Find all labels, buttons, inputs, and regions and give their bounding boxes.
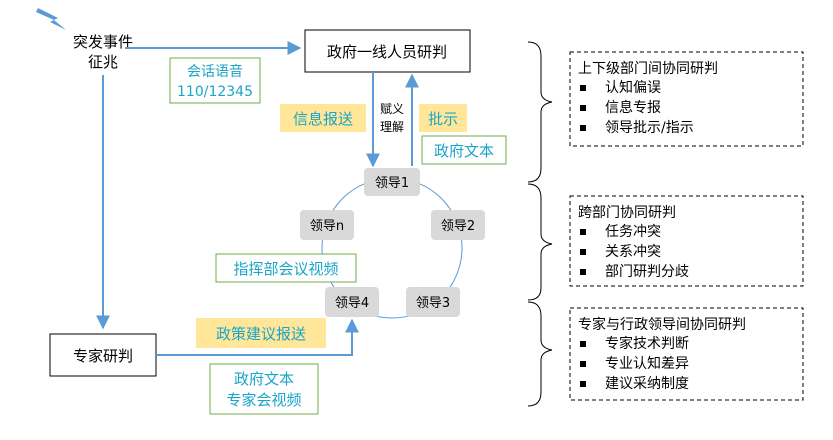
report-label-box xyxy=(280,104,366,132)
doc-video-label-line1: 政府文本 xyxy=(234,370,294,388)
bullet xyxy=(580,125,586,131)
leader-3-label: 领导3 xyxy=(416,296,450,311)
bullet xyxy=(580,269,586,275)
panel-2-item-3: 部门研判分歧 xyxy=(605,264,689,280)
panel-2-item-2: 关系冲突 xyxy=(605,244,661,260)
bullet xyxy=(580,381,586,387)
instruct-label: 批示 xyxy=(428,110,458,128)
leader-1: 领导1 xyxy=(364,168,420,196)
event-label-line2: 征兆 xyxy=(88,53,118,71)
bullet xyxy=(580,249,586,255)
panel-1-title: 上下级部门间协同研判 xyxy=(578,61,718,77)
event-label-line1: 突发事件 xyxy=(73,33,133,51)
bullet xyxy=(580,229,586,235)
expert-node xyxy=(49,333,157,377)
panel-3-title: 专家与行政领导间协同研判 xyxy=(578,316,746,333)
panel-1-item-1: 认知偏误 xyxy=(605,79,661,96)
arrow-expert-to-leader4 xyxy=(156,318,359,356)
bullet xyxy=(580,105,586,111)
leader-4-label: 领导4 xyxy=(335,296,369,311)
hotline-label-line1: 会话语音 xyxy=(187,63,243,80)
leader-2-label: 领导2 xyxy=(441,219,475,234)
leader-2: 领导2 xyxy=(431,210,485,240)
bullet xyxy=(580,341,586,347)
bullet xyxy=(580,85,586,91)
hotline-label-line2: 110/12345 xyxy=(177,84,253,100)
panel-2-title: 跨部门协同研判 xyxy=(578,205,676,221)
panel-3-item-1: 专家技术判断 xyxy=(605,335,689,352)
lightning-icon xyxy=(36,8,66,30)
brace-1 xyxy=(527,41,553,183)
panel-3-item-3: 建议采纳制度 xyxy=(605,376,689,392)
command-video-label: 指挥部会议视频 xyxy=(233,260,338,278)
report-label: 信息报送 xyxy=(293,110,353,128)
gov-node xyxy=(304,29,471,73)
brace-2 xyxy=(527,183,553,301)
panel-3-item-2: 专业认知差异 xyxy=(605,355,689,372)
leader-n: 领导n xyxy=(300,210,354,240)
panel-cross-dept-collab: 跨部门协同研判 任务冲突 关系冲突 部门研判分歧 xyxy=(569,195,804,287)
policy-report-label: 政策建议报送 xyxy=(216,325,306,343)
instruct-label-box xyxy=(419,104,467,132)
command-video-label-box xyxy=(215,253,357,283)
empower-label-line1: 赋义 xyxy=(380,102,404,116)
doc-video-label-box xyxy=(209,363,319,415)
panel-expert-admin-collab: 专家与行政领导间协同研判 专家技术判断 专业认知差异 建议采纳制度 xyxy=(569,307,804,401)
expert-node-label: 专家研判 xyxy=(73,347,133,365)
leader-n-label: 领导n xyxy=(310,219,344,234)
gov-doc-label: 政府文本 xyxy=(434,142,494,160)
bullet xyxy=(580,361,586,367)
panel-2-item-1: 任务冲突 xyxy=(605,224,661,240)
doc-video-label-line2: 专家会视频 xyxy=(226,391,301,409)
hotline-label-box xyxy=(169,57,261,104)
panel-vertical-collab: 上下级部门间协同研判 认知偏误 信息专报 领导批示/指示 xyxy=(569,51,804,147)
panel-1-item-3: 领导批示/指示 xyxy=(605,120,694,136)
policy-report-label-box xyxy=(196,318,326,348)
leader-4: 领导4 xyxy=(325,287,379,317)
brace-3 xyxy=(527,301,553,407)
empower-label-line2: 理解 xyxy=(380,120,404,134)
gov-node-label: 政府一线人员研判 xyxy=(327,43,447,61)
leader-3: 领导3 xyxy=(406,287,460,317)
gov-doc-label-box xyxy=(421,135,507,165)
leader-1-label: 领导1 xyxy=(375,176,409,191)
panel-1-item-2: 信息专报 xyxy=(605,99,661,116)
